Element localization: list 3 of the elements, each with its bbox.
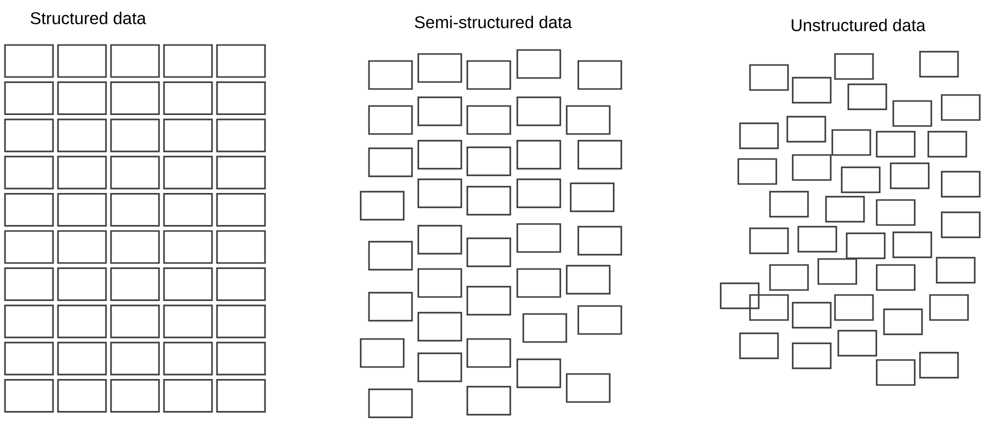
panel-title: Structured data	[30, 12, 146, 24]
panel-title: Semi-structured data	[414, 16, 572, 28]
panel-title: Unstructured data	[792, 18, 926, 32]
